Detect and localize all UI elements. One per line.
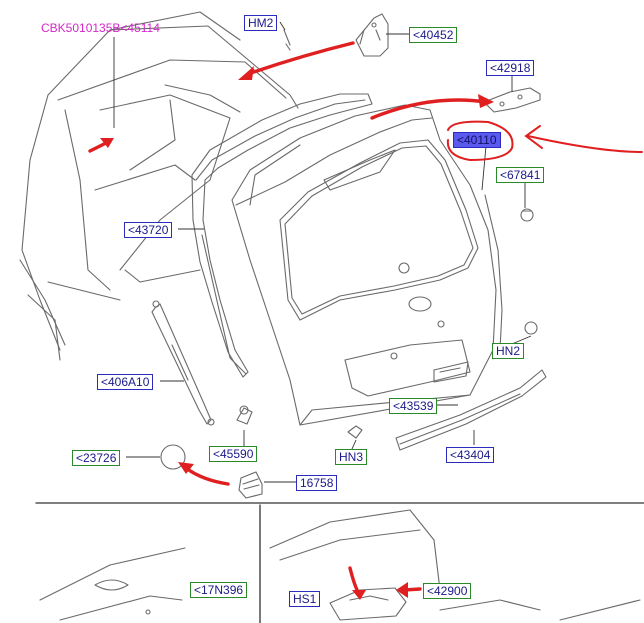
red-arrow-bracket (370, 98, 488, 120)
red-arrow-inset-down (348, 566, 360, 594)
rear-window (279, 139, 479, 321)
callout-45590[interactable]: <45590 (209, 446, 258, 462)
vehicle-body-outline (19, 11, 299, 361)
bump-stop-67841 (520, 208, 534, 222)
tailgate-panel (231, 104, 497, 426)
callout-43404[interactable]: <43404 (446, 447, 495, 463)
weather-seal (191, 93, 373, 378)
callout-42900[interactable]: <42900 (423, 583, 472, 599)
hinge-40452 (355, 13, 389, 57)
callout-16758[interactable]: 16758 (296, 475, 338, 491)
trim-strip-43404 (395, 369, 547, 451)
callout-43720[interactable]: <43720 (124, 222, 173, 238)
callout-17n396[interactable]: <17N396 (190, 582, 248, 598)
handle-43539 (433, 361, 469, 383)
callout-hn2[interactable]: HN2 (492, 343, 525, 359)
callout-hn3[interactable]: HN3 (335, 449, 368, 465)
part-code-title: CBK5010135B<45114 (41, 21, 160, 35)
red-arrow-cap (184, 466, 230, 486)
callout-40452[interactable]: <40452 (409, 27, 458, 43)
bracket-42918 (483, 87, 541, 113)
callout-67841[interactable]: <67841 (496, 167, 545, 183)
callout-43539[interactable]: <43539 (389, 398, 438, 414)
callout-42918[interactable]: <42918 (486, 60, 535, 76)
red-arrow-hinge (246, 41, 355, 76)
cap-23726 (160, 444, 186, 470)
hand-drawn-circle (446, 120, 514, 162)
gas-strut (151, 303, 212, 425)
callout-hs1[interactable]: HS1 (289, 591, 321, 607)
callout-40110[interactable]: <40110 (453, 132, 501, 148)
callout-406a10[interactable]: <406A10 (97, 374, 154, 390)
bushing-16758 (238, 471, 263, 499)
hand-drawn-arrow (524, 125, 643, 153)
callout-23726[interactable]: <23726 (72, 450, 121, 466)
tailgate-emblem (408, 296, 432, 312)
license-plate-recess (344, 339, 471, 397)
callout-hm2[interactable]: HM2 (244, 15, 278, 31)
